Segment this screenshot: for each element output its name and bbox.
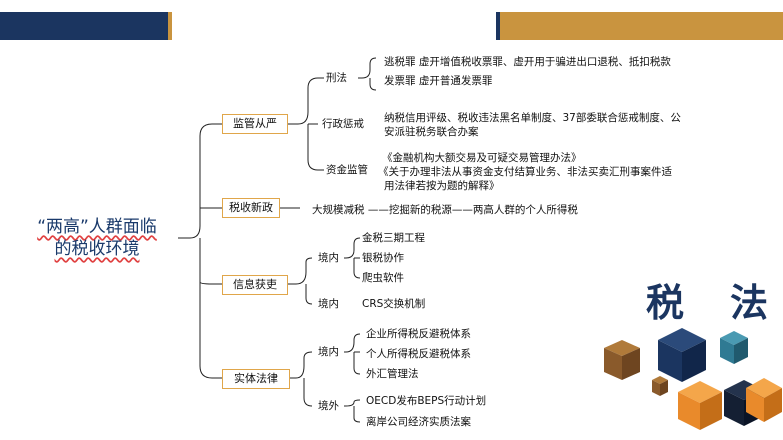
law-domestic-item-1: 企业所得税反避税体系 [366, 328, 471, 340]
branch-law: 实体法律 [222, 369, 290, 389]
law-foreign-item-2: 离岸公司经济实质法案 [366, 416, 471, 428]
header-bar-left [0, 12, 168, 40]
info-domestic-label: 境内 [318, 252, 339, 264]
brand-char-tax: 税 [646, 281, 687, 325]
cube-brown [604, 340, 640, 380]
root-topic-line2: 的税收环境 [54, 239, 140, 259]
law-domestic-label: 境内 [318, 346, 339, 358]
header-bar-right [500, 12, 783, 40]
cube-orange [678, 381, 722, 430]
cube-small-brown [652, 376, 668, 396]
info-crs-text: CRS交换机制 [362, 298, 426, 310]
admin-penalty-line2: 安派驻税务联合办案 [384, 126, 479, 138]
header-bar-left-accent [168, 12, 172, 40]
node-funds-supervision: 资金监管 [326, 164, 368, 176]
new-policy-text: 大规模减税 ——挖掘新的税源——两高人群的个人所得税 [312, 204, 578, 216]
node-criminal-law: 刑法 [326, 72, 347, 84]
info-domestic-item-2: 银税协作 [362, 252, 404, 264]
criminal-law-line1: 逃税罪 虚开增值税收票罪、虚开用于骗进出口退税、抵扣税款 [384, 56, 671, 68]
brand-char-law: 法 [730, 281, 771, 325]
law-domestic-item-3: 外汇管理法 [366, 368, 419, 380]
funds-supervision-line2: 《关于办理非法从事资金支付结算业务、非法买卖汇刑事案件适 [378, 166, 672, 178]
root-topic: “两高”人群面临 的税收环境 [18, 216, 176, 260]
cube-teal [720, 331, 748, 364]
decorative-cubes [604, 328, 782, 430]
cube-navy [658, 328, 706, 382]
branch-new-policy: 税收新政 [222, 198, 280, 218]
law-domestic-item-2: 个人所得税反避税体系 [366, 348, 471, 360]
info-crs-label: 境内 [318, 298, 339, 310]
branch-supervision: 监管从严 [222, 114, 288, 134]
law-foreign-item-1: OECD发布BEPS行动计划 [366, 395, 487, 407]
law-foreign-label: 境外 [318, 400, 339, 412]
info-domestic-item-1: 金税三期工程 [362, 232, 425, 244]
funds-supervision-line1: 《金融机构大额交易及可疑交易管理办法》 [382, 152, 582, 164]
info-domestic-item-3: 爬虫软件 [362, 272, 404, 284]
funds-supervision-line3: 用法律若按为题的解释》 [384, 180, 500, 192]
branch-info: 信息获吏 [222, 275, 288, 295]
criminal-law-line2: 发票罪 虚开普通发票罪 [384, 75, 493, 87]
root-topic-line1: “两高”人群面临 [37, 217, 157, 237]
node-admin-penalty: 行政惩戒 [322, 118, 364, 130]
admin-penalty-line1: 纳税信用评级、税收违法黑名单制度、37部委联合惩戒制度、公 [384, 112, 681, 124]
cube-orange-right [746, 378, 782, 422]
header-bar-right-accent [496, 12, 500, 40]
